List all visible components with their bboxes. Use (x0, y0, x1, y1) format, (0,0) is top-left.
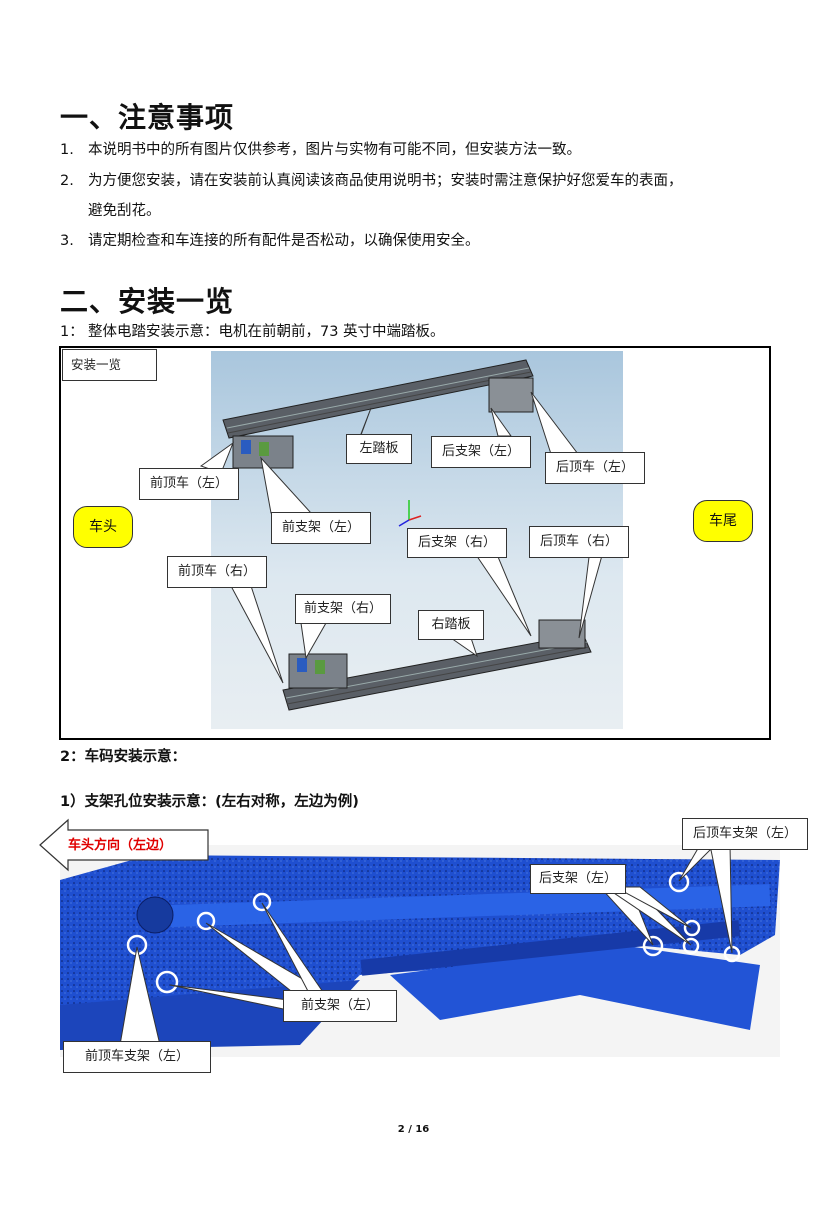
overview-drawing (199, 359, 607, 711)
overview-diagram: 安装一览 车头 车尾 左踏板 后支架（左） 后顶车（左） 前顶车（左） 前支架（… (59, 346, 771, 740)
label-front-top-right: 前顶车（右） (167, 556, 267, 588)
direction-label: 车头方向（左边） (68, 838, 173, 853)
label-front-bracket-left: 前支架（左） (271, 512, 371, 544)
hole-caption: 1）支架孔位安装示意：(左右对称，左边为例) (60, 794, 359, 810)
direction-arrow (39, 818, 209, 872)
front-marker: 车头 (73, 506, 133, 548)
page-number: 2 / 16 (397, 1124, 430, 1135)
label-front-top-left: 前顶车（左） (139, 468, 239, 500)
label-front-top-bracket: 前顶车支架（左） (63, 1041, 211, 1073)
label-right-board: 右踏板 (418, 610, 484, 640)
notice-item-1: 1.本说明书中的所有图片仅供参考，图片与实物有可能不同，但安装方法一致。 (60, 142, 581, 158)
overview-caption: 1：整体电踏安装示意：电机在前朝前，73 英寸中端踏板。 (60, 324, 445, 340)
label-rear-top-left: 后顶车（左） (545, 452, 645, 484)
label-rear-bracket-right: 后支架（右） (407, 528, 507, 558)
right-board-shape (282, 619, 592, 711)
bracket-caption: 2：车码安装示意： (60, 749, 187, 765)
label-rear-top-right: 后顶车（右） (529, 526, 629, 558)
section-2-title: 二、安装一览 (60, 285, 235, 318)
corner-label: 安装一览 (62, 349, 157, 381)
label-rear-bracket-left: 后支架（左） (431, 436, 531, 468)
label-left-board: 左踏板 (346, 434, 412, 464)
notice-item-2: 2.为方便您安装，请在安装前认真阅读该商品使用说明书；安装时需注意保护好您爱车的… (60, 173, 683, 189)
chassis-diagram (60, 845, 780, 1057)
label-front-bracket-right: 前支架（右） (295, 594, 391, 624)
section-1-title: 一、注意事项 (60, 101, 235, 134)
notice-item-2-cont: 避免刮花。 (88, 203, 161, 219)
rear-marker: 车尾 (693, 500, 753, 542)
label-rear-top-bracket: 后顶车支架（左） (682, 818, 808, 850)
notice-item-3: 3.请定期检查和车连接的所有配件是否松动，以确保使用安全。 (60, 233, 480, 249)
chassis-drawing (60, 845, 780, 1050)
label-front-bracket: 前支架（左） (283, 990, 397, 1022)
label-rear-bracket: 后支架（左） (530, 864, 626, 894)
